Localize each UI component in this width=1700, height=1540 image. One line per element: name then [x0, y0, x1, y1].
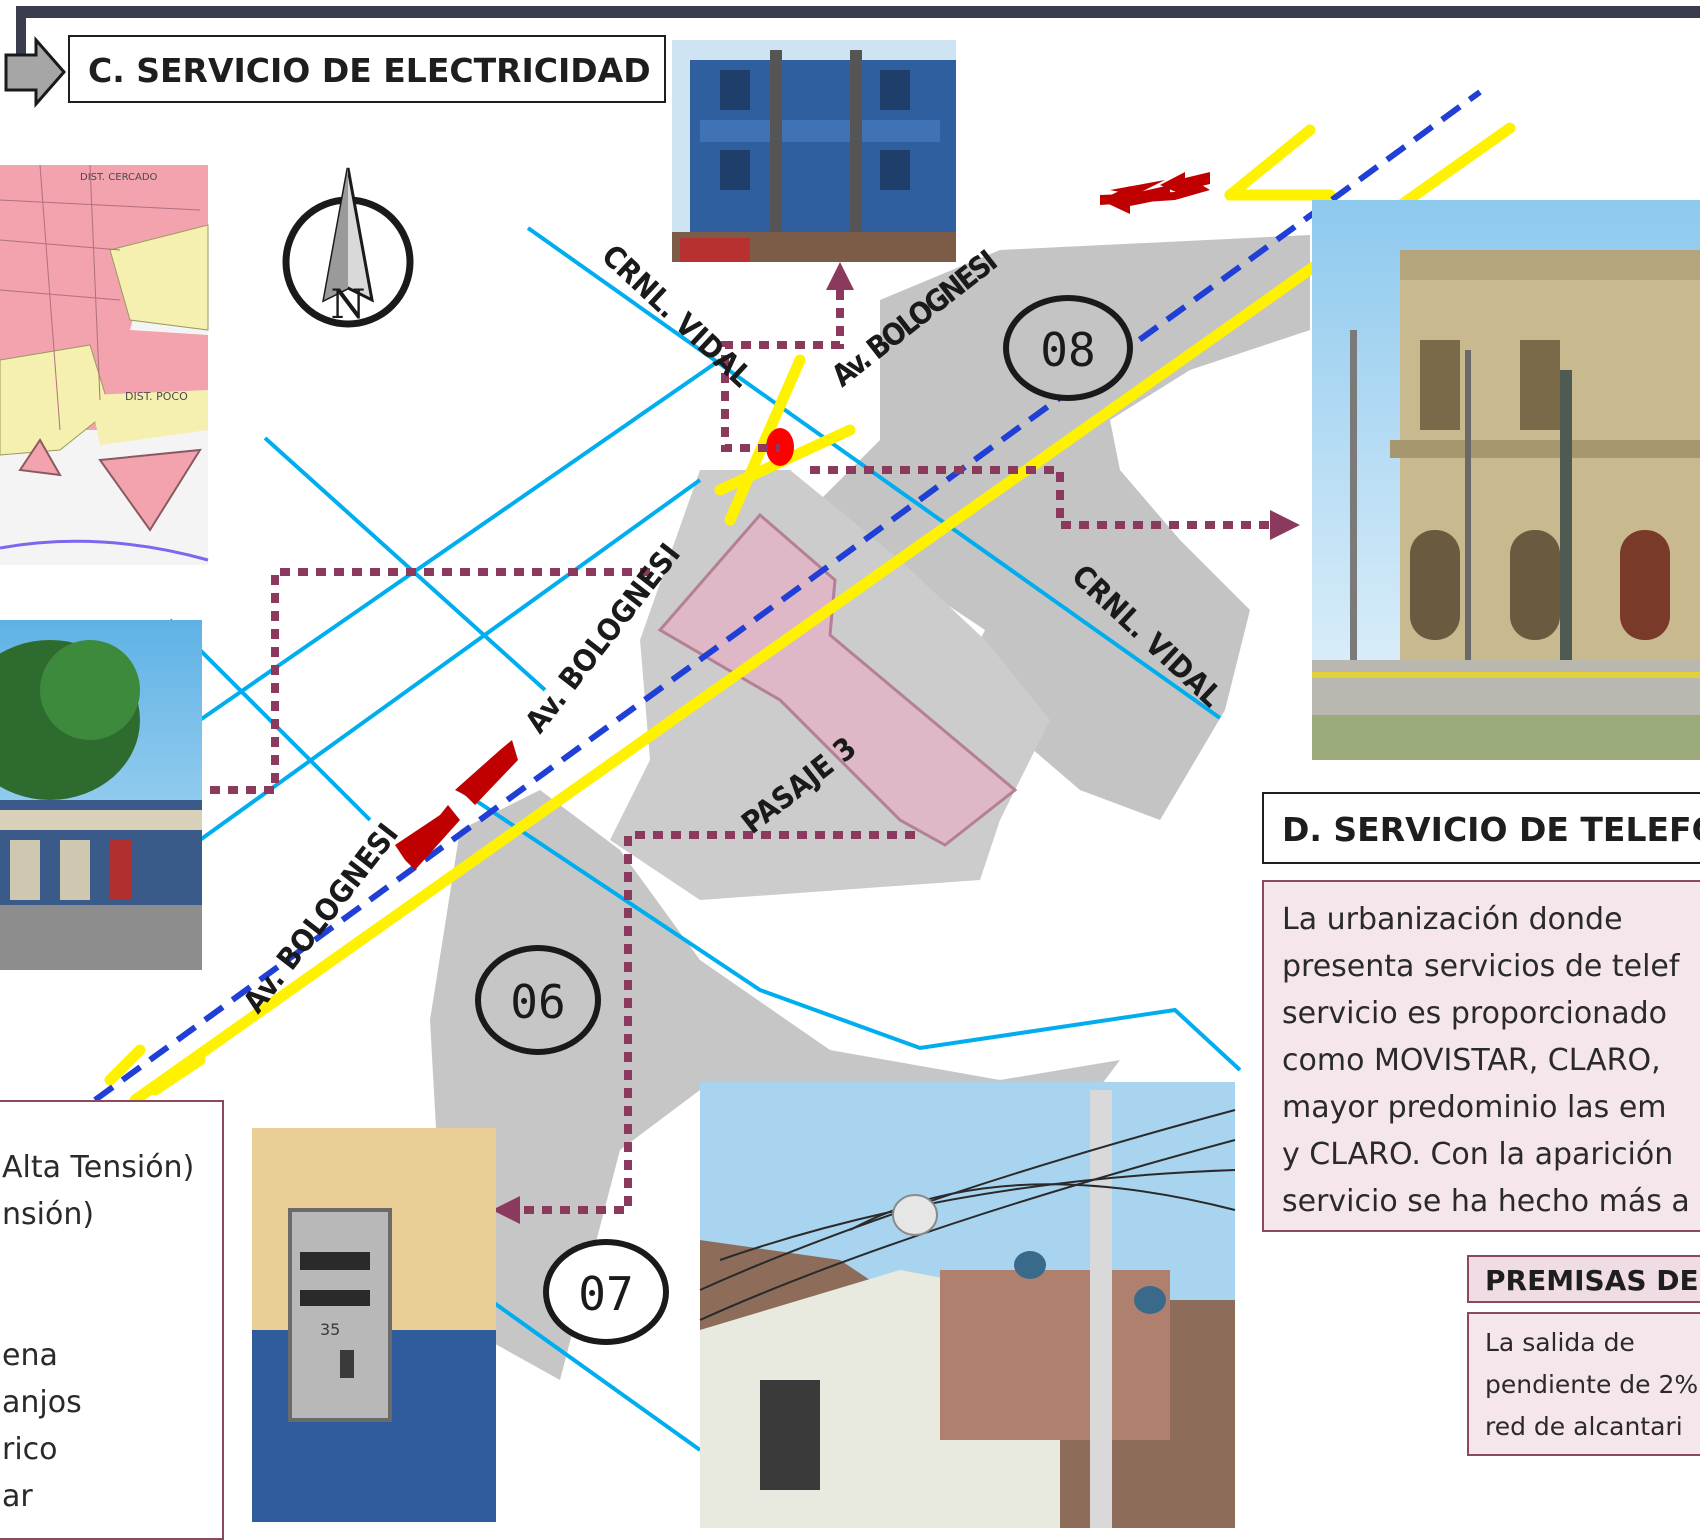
premises-line-1: La salida de	[1485, 1328, 1635, 1357]
legend-box: Alta Tensión) nsión) ena anjos rico ar	[0, 1100, 224, 1540]
block-badge-08: 08	[1003, 295, 1133, 401]
low-voltage-line	[93, 89, 1482, 1103]
block-number-06: 06	[510, 975, 565, 1029]
telephone-line-1: La urbanización donde	[1282, 902, 1623, 937]
high-voltage-line	[104, 122, 1516, 1106]
photo-blue-building	[672, 40, 956, 262]
premises-line-3: red de alcantari	[1485, 1412, 1683, 1441]
block-number-08: 08	[1040, 323, 1095, 377]
left-frame-bar	[16, 6, 26, 66]
photo-tree-wall	[0, 620, 202, 970]
flow-arrow-top-2	[1160, 172, 1210, 196]
premises-section-title: PREMISAS DE	[1467, 1255, 1700, 1303]
section-arrow-icon	[4, 36, 66, 108]
compass-letter: N	[331, 282, 366, 328]
photo-electric-meter: 35	[252, 1128, 496, 1522]
photo-link-lines	[200, 290, 1270, 1214]
telephone-description-box: La urbanización donde presenta servicios…	[1262, 880, 1700, 1232]
street-label-bolognesi-bottom: Av. BOLOGNESI	[237, 817, 406, 1020]
flow-arrow-top-1	[1100, 185, 1170, 214]
north-compass-icon: N	[282, 167, 414, 328]
premises-line-2: pendiente de 2%	[1485, 1370, 1699, 1399]
photo-colonial-building	[1312, 200, 1700, 760]
top-frame-bar	[16, 6, 1700, 18]
photo-poles-wires	[699, 1082, 1236, 1528]
telephone-line-5: mayor predominio las em	[1282, 1090, 1667, 1125]
telephone-line-2: presenta servicios de telef	[1282, 949, 1680, 984]
legend-item-4	[2, 1285, 222, 1332]
zoning-inset-map: DIST. CERCADO DIST. POCO	[0, 164, 209, 565]
legend-item-8: ar	[2, 1479, 33, 1514]
inset-label-top: DIST. CERCADO	[80, 172, 158, 183]
telephone-line-6: y CLARO. Con la aparición	[1282, 1137, 1674, 1172]
legend-item-6: anjos	[2, 1385, 82, 1420]
telephone-line-3: servicio es proporcionado	[1282, 996, 1667, 1031]
photo-link-arrowheads	[492, 262, 1300, 1224]
block-badge-07: 07	[543, 1239, 669, 1345]
telephone-line-4: como MOVISTAR, CLARO,	[1282, 1043, 1661, 1078]
site-lot	[657, 512, 1018, 847]
legend-item-7: rico	[2, 1432, 58, 1467]
legend-item-2: nsión)	[2, 1197, 95, 1232]
premises-description-box: La salida de pendiente de 2% red de alca…	[1467, 1312, 1700, 1456]
inset-label-mid: DIST. POCO	[125, 390, 188, 403]
telephone-section-title: D. SERVICIO DE TELEFO	[1262, 792, 1700, 864]
electricity-section-title: C. SERVICIO DE ELECTRICIDAD	[68, 35, 666, 103]
telephone-line-7: servicio se ha hecho más a	[1282, 1184, 1690, 1219]
legend-item-5: ena	[2, 1338, 58, 1373]
block-badge-06: 06	[475, 945, 601, 1055]
block-number-07: 07	[578, 1267, 633, 1321]
legend-item-3	[2, 1238, 222, 1285]
meter-number: 35	[320, 1320, 340, 1339]
legend-item-1: Alta Tensión)	[2, 1150, 195, 1185]
